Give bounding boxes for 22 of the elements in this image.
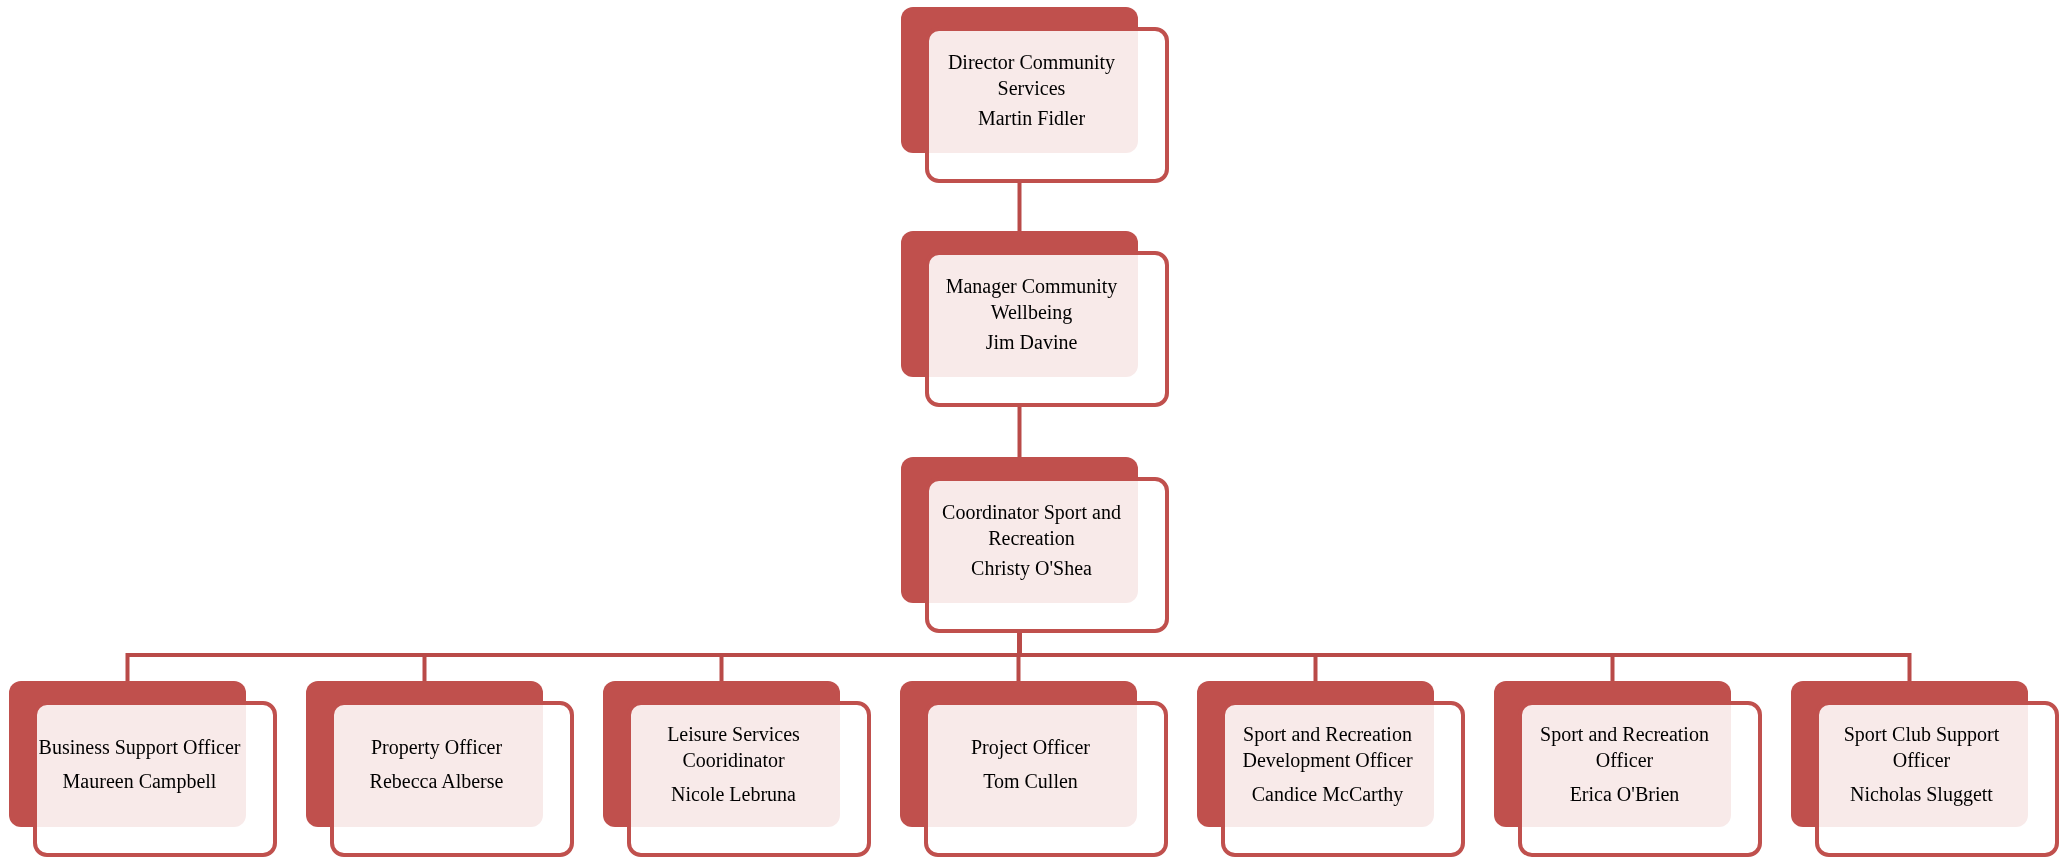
person-name: Nicole Lebruna [671,782,796,807]
person-name: Rebecca Alberse [369,769,504,794]
person-name: Erica O'Brien [1569,782,1680,807]
person-name: Nicholas Sluggett [1850,782,1993,807]
role-title: Director Community Services [946,50,1117,101]
role-title: Coordinator Sport and Recreation [941,500,1122,551]
person-name: Maureen Campbell [62,769,217,794]
person-name: Christy O'Shea [971,556,1092,581]
role-title: Sport Club Support Officer [1842,722,2001,773]
role-title: Business Support Officer [38,735,241,760]
connector-line [1017,407,1022,457]
role-title: Property Officer [370,735,503,760]
person-name: Tom Cullen [983,769,1078,794]
role-title: Project Officer [971,735,1090,760]
person-name: Martin Fidler [977,106,1086,131]
role-title: Leisure Services Cooridinator [666,722,801,773]
role-title: Sport and Recreation Development Officer [1241,722,1414,773]
role-title: Sport and Recreation Officer [1539,722,1710,773]
person-name: Candice McCarthy [1251,782,1404,807]
role-title: Manager Community Wellbeing [944,274,1119,325]
person-name: Jim Davine [985,330,1078,355]
connector-line [1017,183,1022,231]
